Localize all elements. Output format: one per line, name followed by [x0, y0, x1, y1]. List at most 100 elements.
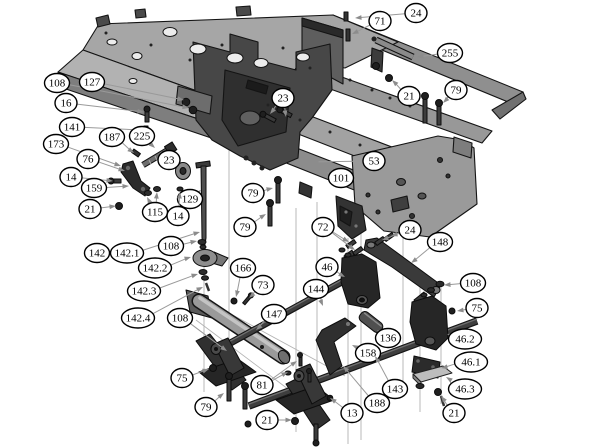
callout-79: 79 — [194, 393, 224, 418]
callout-label: 21 — [404, 91, 415, 103]
leader-arrowhead — [342, 236, 349, 242]
callout-bubble — [459, 272, 487, 294]
leader-arrowhead — [322, 169, 329, 174]
pivot-bracket-46-2 — [409, 291, 449, 351]
callout-bubble — [126, 280, 162, 302]
callout-bubble — [83, 242, 111, 264]
callout-bubble — [404, 2, 428, 24]
callout-bubble — [426, 231, 454, 253]
leader-arrowhead — [270, 107, 276, 114]
leader-arrowhead — [109, 204, 116, 210]
callout-label: 73 — [258, 280, 270, 292]
leader-arrowhead — [312, 159, 319, 165]
leader-line — [170, 257, 188, 266]
callout-23: 23 — [270, 87, 295, 117]
callout-79: 79 — [233, 214, 266, 238]
callout-label: 142.2 — [143, 263, 168, 275]
callout-108: 108 — [157, 235, 197, 257]
callout-label: 108 — [465, 278, 482, 290]
callout-23: 23 — [157, 149, 181, 171]
callout-46: 46 — [315, 256, 345, 278]
callout-136: 136 — [374, 327, 402, 349]
leader-arrowhead — [343, 366, 350, 373]
hex-nut-21 — [115, 202, 123, 210]
callout-bubble — [58, 116, 86, 138]
callout-142.2: 142.2 — [137, 256, 191, 279]
hex-nut-127 — [181, 97, 191, 107]
callout-13: 13 — [330, 398, 364, 424]
callout-14: 14 — [166, 192, 190, 227]
leader-line — [104, 83, 181, 100]
leader-arrowhead — [446, 377, 453, 383]
leader-arrowhead — [127, 147, 134, 153]
callout-label: 142 — [89, 248, 106, 260]
callout-label: 225 — [134, 131, 151, 143]
bolt-23 — [259, 110, 277, 124]
callout-label: 21 — [85, 204, 96, 216]
callout-166: 166 — [229, 257, 257, 297]
callout-bubble — [315, 256, 339, 278]
washer — [201, 275, 209, 281]
deck-tab — [134, 8, 147, 19]
leader-arrowhead — [355, 15, 362, 20]
callout-bubble — [229, 257, 257, 279]
mount-bracket-center — [275, 352, 335, 447]
leader-arrowhead — [338, 271, 345, 277]
leader-arrowhead — [106, 177, 113, 183]
callout-label: 23 — [278, 93, 290, 105]
callout-16: 16 — [54, 92, 144, 114]
bolt-shaft — [439, 395, 446, 407]
callout-187: 187 — [98, 126, 134, 153]
leader-arrowhead — [193, 231, 200, 237]
leader-arrowhead — [457, 307, 464, 313]
callout-label: 53 — [369, 156, 381, 168]
callout-label: 147 — [266, 309, 283, 321]
callout-bubble — [43, 72, 71, 94]
leader-arrowhead — [122, 183, 129, 189]
callout-label: 46.1 — [461, 357, 480, 369]
leader-arrowhead — [282, 110, 288, 117]
callout-bubble — [251, 274, 275, 296]
callout-bubble — [109, 242, 145, 264]
callout-79: 79 — [241, 182, 273, 204]
callout-21: 21 — [255, 409, 292, 431]
leader-arrowhead — [177, 192, 182, 199]
callout-142.4: 142.4 — [120, 287, 203, 329]
washer — [176, 186, 184, 192]
leader-line — [189, 323, 225, 350]
callout-label: 127 — [84, 77, 101, 89]
callout-bubble — [166, 307, 194, 329]
callout-label: 21 — [262, 415, 273, 427]
leader-line — [159, 274, 195, 289]
washer — [198, 269, 208, 275]
leader-arrowhead — [220, 345, 227, 351]
callout-142.3: 142.3 — [126, 273, 198, 302]
leader-arrowhead — [196, 287, 203, 292]
leader-arrowhead — [114, 161, 121, 167]
callout-label: 187 — [104, 132, 121, 144]
callout-label: 101 — [333, 173, 350, 185]
callout-115: 115 — [141, 192, 169, 223]
leader-arrowhead — [153, 192, 159, 199]
callout-188: 188 — [343, 366, 391, 414]
callout-46.2: 46.2 — [447, 328, 483, 350]
callout-108: 108 — [166, 307, 227, 351]
hex-nut-21 — [372, 62, 380, 70]
callout-127: 127 — [78, 71, 184, 102]
callout-bubble — [157, 149, 181, 171]
washer — [415, 383, 425, 389]
callout-bubble — [444, 79, 468, 101]
leader-line — [332, 231, 346, 241]
callout-label: 13 — [347, 408, 359, 420]
deck-holes — [106, 27, 310, 84]
washer-108 — [427, 287, 435, 293]
callout-bubble — [340, 402, 364, 424]
callout-bubble — [447, 328, 483, 350]
washer — [144, 190, 152, 196]
callout-bubble — [271, 87, 295, 109]
leader-line — [331, 232, 353, 249]
torque-tube-147 — [185, 289, 291, 365]
washer — [344, 252, 352, 258]
leader-arrowhead — [375, 356, 381, 363]
hex-nut — [434, 388, 442, 396]
